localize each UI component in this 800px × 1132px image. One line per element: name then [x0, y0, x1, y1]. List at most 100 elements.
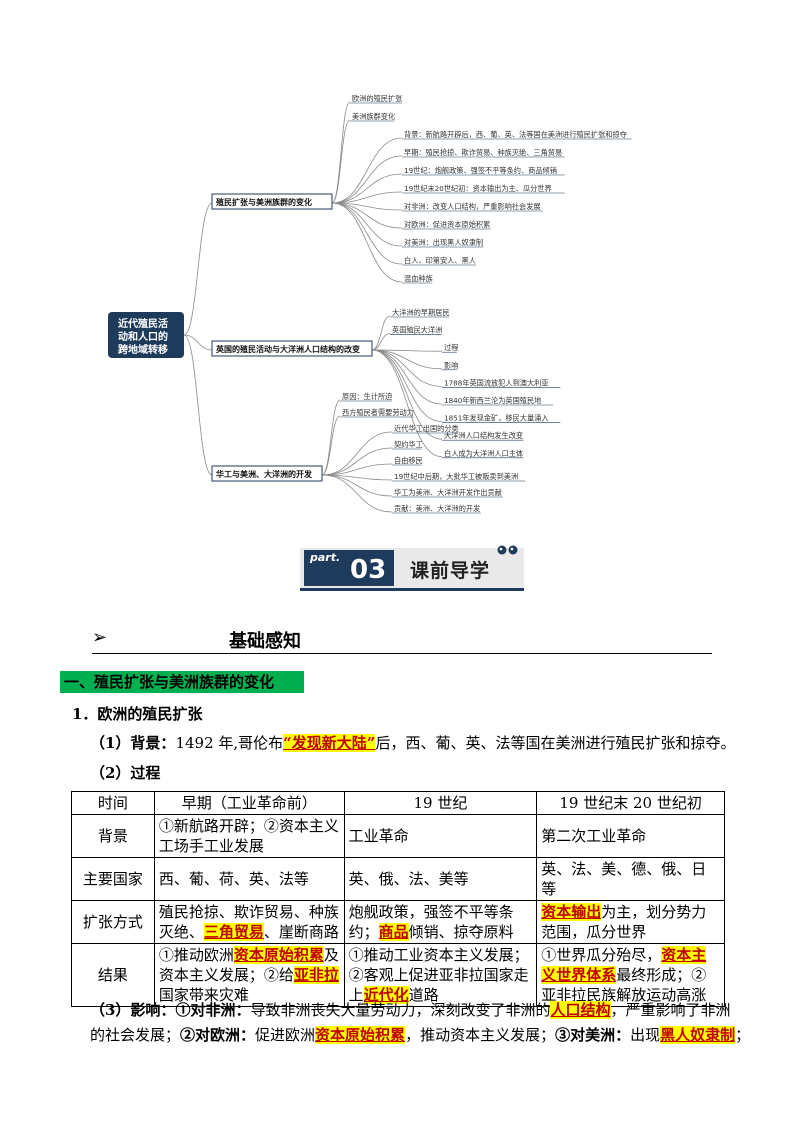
background-highlight: “发现新大陆”	[283, 734, 376, 752]
row-label: 背景	[71, 814, 155, 858]
impact-text: ；	[735, 1026, 751, 1044]
cell-text: 最终形成；②亚非拉民族解放运动高涨	[541, 966, 707, 1004]
row-label: 结果	[71, 943, 155, 1007]
table-cell: ①新航路开辟；②资本主义工场手工业发展	[153, 814, 345, 858]
mindmap-leaf: 19世纪中后期，大批华工被贩卖到美洲	[394, 472, 518, 481]
mindmap-leaf: 背景：新航路开辟后，西、葡、英、法等国在美洲进行殖民扩张和掠夺	[404, 130, 627, 139]
part-banner: part. 03 课前导学	[300, 545, 524, 591]
cell-text: 为主，划分势力范围，瓜分世界	[541, 903, 707, 941]
impact-text: ，推动资本主义发展；	[405, 1026, 556, 1044]
africa-label: ①对非洲：	[175, 1001, 251, 1019]
impact-highlight: 资本原始积累	[315, 1026, 406, 1044]
table-cell: 工业革命	[343, 814, 538, 858]
basic-perception-heading: ➢ 基础感知	[92, 625, 712, 654]
table-row: 结果 ①推动欧洲资本原始积累及资本主义发展；②给亚非拉国家带来灾难 ①推动工业资…	[71, 943, 725, 1007]
table-header: 19 世纪末 20 世纪初	[536, 791, 725, 815]
mindmap-leaf: 贡献：美洲、大洋洲的开发	[394, 504, 480, 513]
mindmap-leaf: 自由移民	[394, 456, 423, 465]
table-cell: 英、法、美、德、俄、日等	[536, 857, 725, 901]
mindmap-root-line: 近代殖民活	[118, 317, 168, 330]
mindmap-leaf: 近代华工出国的分类	[394, 424, 459, 433]
impact-text: 出现	[630, 1026, 661, 1044]
impact-label: （3）影响：	[90, 1001, 176, 1019]
row-label: 主要国家	[71, 857, 155, 901]
cell-text: ①推动欧洲	[158, 946, 234, 964]
america-label: ③对美洲：	[555, 1026, 631, 1044]
background-label: （1）背景：	[90, 734, 176, 752]
mindmap-leaf: 1840年新西兰沦为英国殖民地	[444, 396, 541, 405]
table-cell: 第二次工业革命	[536, 814, 725, 858]
mindmap-branch-box	[211, 193, 333, 210]
mindmap-leaf: 1851年发现金矿，移民大量涌入	[444, 414, 549, 423]
mindmap-leaf: 欧洲的殖民扩张	[352, 94, 402, 103]
background-text-pre: 1492 年,哥伦布	[175, 734, 284, 752]
cell-text: ①世界瓜分殆尽，	[541, 946, 662, 964]
mindmap-leaf: 1788年英国流放犯人到澳大利亚	[444, 378, 549, 387]
table-header: 19 世纪	[343, 791, 538, 815]
cell-text: 炮舰政策，强签不平等条约；	[348, 903, 514, 941]
process-label: （2）过程	[90, 764, 161, 782]
part-label: part.	[310, 551, 341, 564]
mindmap-branch-label: 殖民扩张与美洲族群的变化	[215, 197, 312, 207]
cell-highlight: 三角贸易	[203, 923, 264, 941]
cell-text: 国家带来灾难	[158, 986, 249, 1004]
mindmap-branch-box	[211, 340, 373, 357]
mindmap-leaf: 西方殖民者需要劳动力	[342, 408, 414, 417]
cell-text: 、崖断商路	[263, 923, 339, 941]
mindmap-leaf: 19世纪：炮舰政策、强签不平等条约、商品倾销	[404, 166, 557, 175]
table-cell: ①推动工业资本主义发展；②客观上促进亚非拉国家走上近代化道路	[343, 943, 538, 1007]
table-cell: 资本输出为主，划分势力范围，瓜分世界	[536, 900, 725, 944]
mindmap-branch-label: 英国的殖民活动与大洋洲人口结构的改变	[215, 344, 360, 354]
part-badge: part. 03	[304, 550, 394, 586]
cell-highlight: 资本输出	[541, 903, 602, 921]
mindmap-leaf: 大洋洲人口结构发生改变	[444, 431, 523, 440]
mindmap-leaf: 原因：生计所迫	[342, 392, 392, 401]
part-number: 03	[350, 555, 387, 585]
cell-text: 道路	[408, 986, 439, 1004]
cell-highlight: 近代化	[363, 986, 409, 1004]
mindmap-root-line: 动和人口的	[118, 330, 168, 343]
mindmap-leaf: 白人成为大洋洲人口主体	[444, 449, 523, 458]
mindmap-leaf: 早期：殖民抢掠、欺诈贸易、种族灭绝、三角贸易	[404, 148, 562, 157]
cell-text: ①推动工业资本主义发展；②客观上促进亚非拉国家走上	[348, 946, 529, 1004]
subsection-heading: 1．欧洲的殖民扩张	[72, 705, 203, 723]
impact-line-2: 的社会发展；②对欧洲：促进欧洲资本原始积累，推动资本主义发展；③对美洲：出现黑人…	[90, 1025, 750, 1045]
impact-text: 促进欧洲	[255, 1026, 316, 1044]
table-cell: 殖民抢掠、欺诈贸易、种族灭绝、三角贸易、崖断商路	[153, 900, 345, 944]
mindmap-leaf: 对美洲：出现黑人奴隶制	[404, 238, 483, 247]
basic-perception-title: 基础感知	[229, 631, 301, 652]
droplet-icon	[497, 545, 518, 555]
part-title: 课前导学	[410, 560, 491, 582]
table-cell: ①推动欧洲资本原始积累及资本主义发展；②给亚非拉国家带来灾难	[153, 943, 345, 1007]
table-header: 早期（工业革命前）	[153, 791, 345, 815]
cell-highlight: 亚非拉	[293, 966, 339, 984]
cell-text: 倾销、掠夺原料	[408, 923, 514, 941]
mindmap-leaf: 英国殖民大洋洲	[392, 326, 442, 335]
table-row: 背景 ①新航路开辟；②资本主义工场手工业发展 工业革命 第二次工业革命	[71, 814, 725, 858]
table-header-row: 时间 早期（工业革命前） 19 世纪 19 世纪末 20 世纪初	[71, 791, 725, 815]
impact-text: 导致非洲丧失大量劳动力，深刻改变了非洲的	[250, 1001, 551, 1019]
cell-text: 及资本主义发展；②给	[158, 946, 339, 984]
mindmap-leaf: 大洋洲的早期居民	[392, 308, 450, 317]
background-paragraph: （1）背景：1492 年,哥伦布“发现新大陆”后，西、葡、英、法等国在美洲进行殖…	[90, 733, 735, 753]
impact-text: 的社会发展；	[90, 1026, 181, 1044]
row-label: 扩张方式	[71, 900, 155, 944]
mindmap-leaf: 19世纪末20世纪初：资本输出为主、瓜分世界	[404, 184, 552, 193]
impact-highlight: 黑人奴隶制	[660, 1026, 736, 1044]
table-cell: ①世界瓜分殆尽，资本主义世界体系最终形成；②亚非拉民族解放运动高涨	[536, 943, 725, 1007]
cell-text: 殖民抢掠、欺诈贸易、种族灭绝、	[158, 903, 339, 941]
impact-line-1: （3）影响：①对非洲：导致非洲丧失大量劳动力，深刻改变了非洲的人口结构，严重影响…	[90, 1000, 731, 1020]
table-header: 时间	[71, 791, 155, 815]
table-cell: 西、葡、荷、英、法等	[153, 857, 345, 901]
mindmap-branch-box	[211, 465, 323, 482]
table-row: 扩张方式 殖民抢掠、欺诈贸易、种族灭绝、三角贸易、崖断商路 炮舰政策，强签不平等…	[71, 900, 725, 944]
mindmap-leaf: 对欧洲：促进资本原始积累	[404, 220, 490, 229]
table-row: 主要国家 西、葡、荷、英、法等 英、俄、法、美等 英、法、美、德、俄、日等	[71, 857, 725, 901]
process-table: 时间 早期（工业革命前） 19 世纪 19 世纪末 20 世纪初 背景 ①新航路…	[71, 791, 725, 1007]
mindmap-leaf: 美洲族群变化	[352, 112, 395, 121]
table-cell: 英、俄、法、美等	[343, 857, 538, 901]
europe-label: ②对欧洲：	[180, 1026, 256, 1044]
background-text-post: 后，西、葡、英、法等国在美洲进行殖民扩张和掠夺。	[375, 734, 736, 752]
cell-highlight: 商品	[378, 923, 409, 941]
section-heading: 一、殖民扩张与美洲族群的变化	[60, 671, 304, 693]
